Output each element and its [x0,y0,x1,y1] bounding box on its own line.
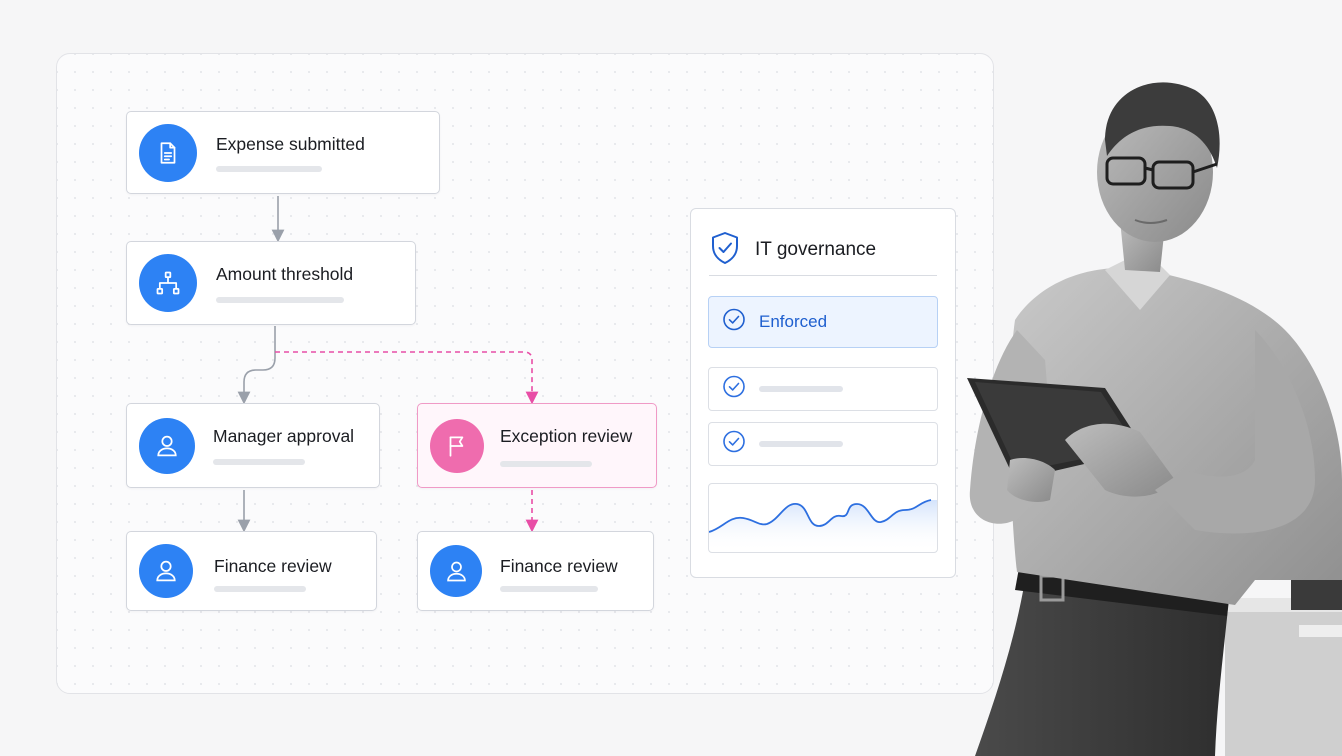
placeholder-bar [214,586,306,592]
sparkline-panel [708,483,938,553]
node-title: Finance review [500,556,618,576]
branch-icon [139,254,197,312]
placeholder-bar [500,586,598,592]
person-with-tablet-photo [967,82,1342,756]
node-exception-review[interactable]: Exception review [417,403,657,488]
node-manager-approval[interactable]: Manager approval [126,403,380,488]
node-finance-review-left[interactable]: Finance review [126,531,377,611]
it-governance-card: IT governance Enforced [690,208,956,578]
sparkline-chart [709,499,937,552]
check-circle-icon [722,375,746,404]
node-expense-submitted[interactable]: Expense submitted [126,111,440,194]
enforced-row[interactable]: Enforced [708,296,938,348]
node-title: Manager approval [213,426,355,446]
user-icon [139,417,195,474]
node-amount-threshold[interactable]: Amount threshold [126,241,416,325]
divider [709,275,937,276]
enforced-label: Enforced [759,312,828,331]
placeholder-bar [759,441,843,447]
placeholder-bar [216,166,322,172]
shield-check-icon [710,231,740,270]
user-icon [430,545,482,597]
node-finance-review-right[interactable]: Finance review [417,531,654,611]
governance-title: IT governance [755,239,877,260]
user-icon [139,544,193,598]
policy-row[interactable] [708,367,938,411]
document-icon [139,123,197,182]
policy-row[interactable] [708,422,938,466]
placeholder-bar [213,459,305,465]
node-title: Expense submitted [216,134,365,154]
check-circle-icon [722,308,746,337]
placeholder-bar [759,386,843,392]
placeholder-bar [216,297,344,303]
node-title: Finance review [214,556,332,576]
flag-icon [430,418,484,473]
node-title: Amount threshold [216,264,354,284]
node-title: Exception review [500,426,633,446]
placeholder-bar [500,461,592,467]
check-circle-icon [722,430,746,459]
